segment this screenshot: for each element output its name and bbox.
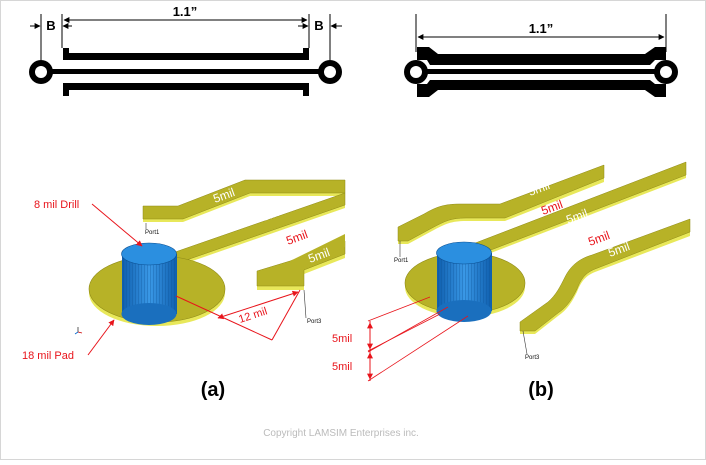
spacing-dimension: 5mil 5mil [332, 296, 469, 382]
drill-label: 8 mil Drill [34, 199, 79, 211]
port3-label: Port3 [525, 355, 540, 361]
copyright-text: Copyright LAMSIM Enterprises inc. [263, 428, 419, 439]
upper-trace [63, 48, 309, 60]
top-left-trace-diagram: 1.1” B B [29, 4, 342, 96]
pad-label: 18 mil Pad [22, 350, 74, 362]
panel-b-3d-model: 5mil 5mil 5mil 5mil 5mil Port1 Port3 5mi… [332, 161, 691, 401]
port3-label: Port3 [307, 319, 322, 325]
trace-port1 [397, 164, 605, 244]
top-right-trace-diagram: 1.1” [404, 14, 678, 97]
caption-a: (a) [201, 379, 225, 401]
pad-arrow [87, 319, 115, 356]
drill-arrow [91, 203, 143, 247]
trace-port3 [256, 234, 346, 290]
upper-tapered-trace [417, 47, 666, 65]
b-label-left: B [46, 18, 55, 33]
port1-label: Port1 [145, 230, 160, 236]
trace-label: 5mil [284, 227, 309, 248]
gap-label: 12 mil [237, 305, 269, 325]
via-barrel [436, 241, 492, 322]
span-dimension-label: 1.1” [173, 4, 198, 19]
lower-tapered-trace [417, 80, 666, 97]
axis-marker-icon [74, 327, 83, 335]
spacing-label: 5mil [332, 361, 352, 373]
center-trace [41, 69, 331, 74]
trace-label: 5mil [211, 185, 236, 206]
port1-label: Port1 [394, 258, 409, 264]
caption-b: (b) [528, 379, 554, 401]
span-dimension-label: 1.1” [529, 21, 554, 36]
panel-a-3d-model: 5mil 5mil 5mil 5mil Port1 Port3 8 mil Dr… [22, 179, 346, 401]
via-barrel [121, 242, 177, 325]
gap-dimension-arrow [217, 290, 299, 320]
center-trace [416, 69, 667, 74]
trace-port3 [519, 218, 691, 334]
spacing-label: 5mil [332, 333, 352, 345]
b-label-right: B [314, 18, 323, 33]
lower-trace [63, 83, 309, 96]
